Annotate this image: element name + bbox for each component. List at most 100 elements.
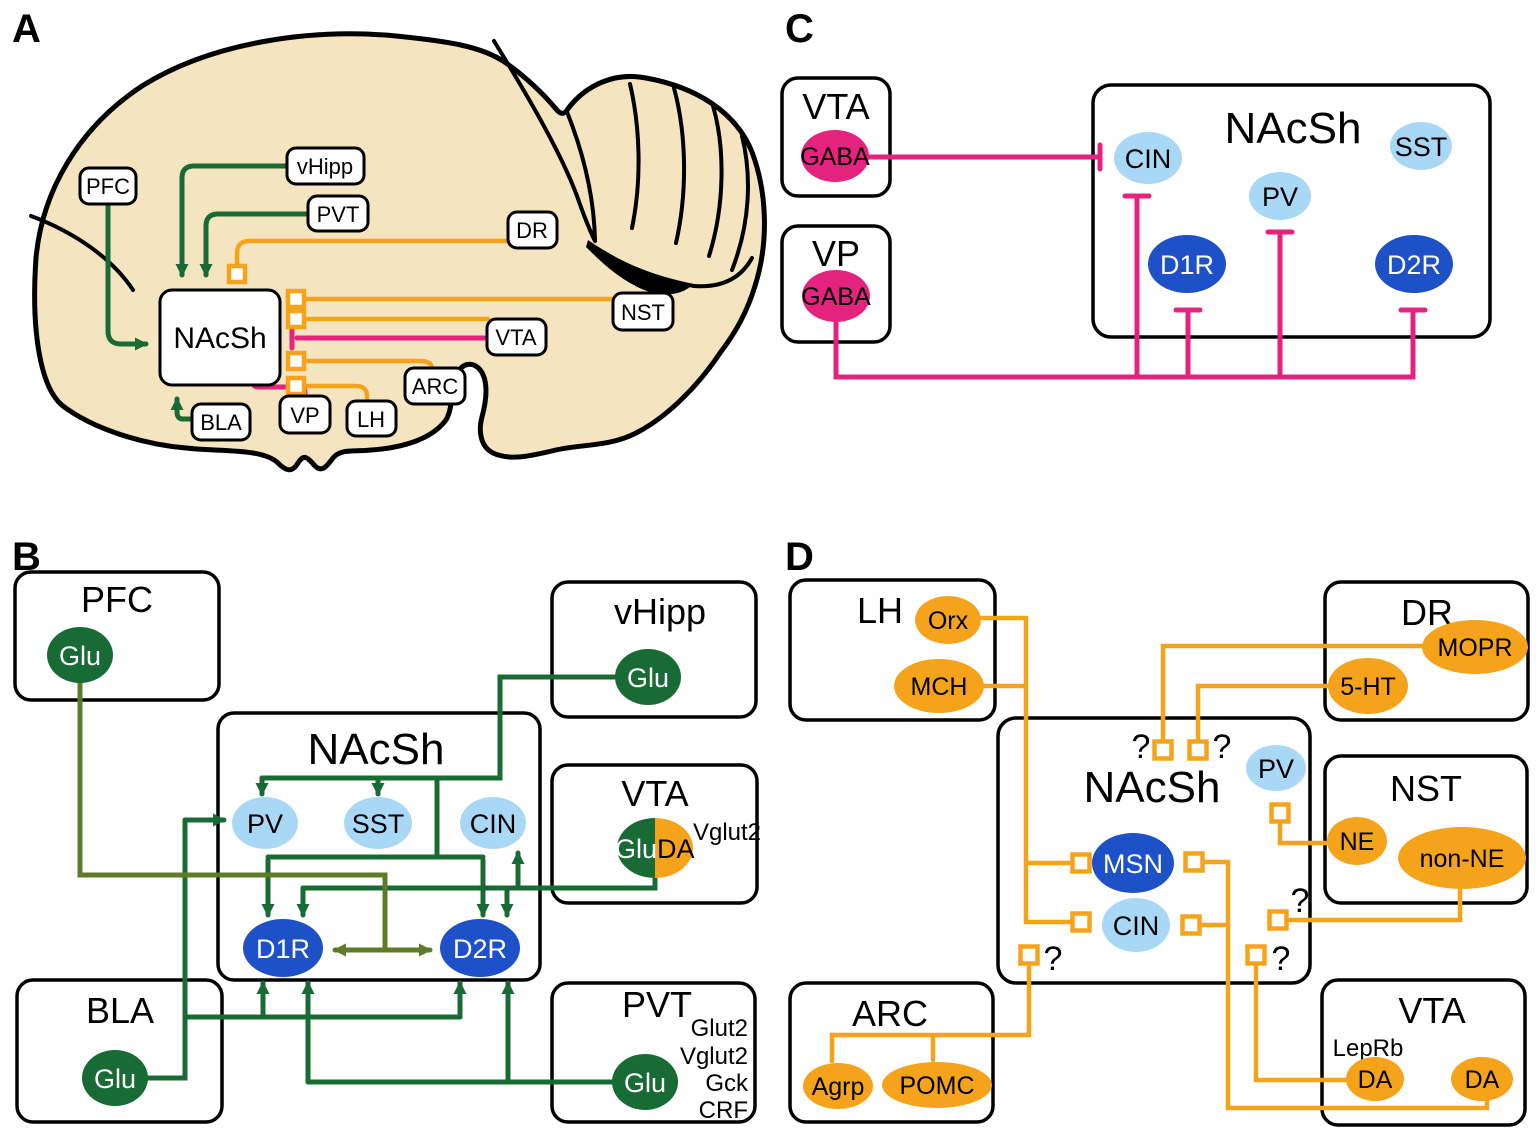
d-cin-node: [1102, 898, 1170, 952]
d-5ht-line: [1195, 683, 1332, 744]
d-nacsh-title: NAcSh: [1084, 763, 1221, 812]
a-nacsh-label: NAcSh: [173, 322, 266, 355]
b-d2r-node: [440, 919, 520, 977]
c-d2r-label: D2R: [1387, 250, 1441, 280]
d-synapse-square-leprb: [1245, 944, 1267, 966]
a-label-bla: BLA: [200, 410, 242, 435]
b-pvt-title: PVT: [622, 984, 692, 1025]
a-label-nst: NST: [621, 300, 665, 325]
b-gluda-da-label: DA: [657, 834, 695, 864]
b-sst-label: SST: [352, 809, 405, 839]
c-d1r-label: D1R: [1160, 250, 1214, 280]
d-synapse-square-5ht: [1187, 739, 1209, 761]
b-bla-glu-label: Glu: [94, 1064, 136, 1094]
d-orx-label: Orx: [928, 607, 969, 635]
d-projections: ? ? ? ? ?: [829, 615, 1490, 1111]
a-synapse-square-vta: [285, 308, 307, 330]
d-da-left-node: [1346, 1057, 1404, 1101]
c-nacsh-title: NAcSh: [1225, 104, 1362, 153]
d-nonne-label: non-NE: [1420, 845, 1505, 873]
d-nst-title: NST: [1390, 768, 1462, 809]
a-pvt-to-nacsh: [199, 211, 311, 278]
d-ne-node: [1327, 817, 1387, 865]
a-label-vp: VP: [290, 403, 319, 428]
d-question-arc: ?: [1044, 940, 1063, 978]
d-da-left-label: DA: [1358, 1066, 1393, 1094]
a-synapse-square-arc: [285, 350, 307, 372]
c-pv-node: [1249, 172, 1311, 220]
d-mopr-node: [1422, 620, 1528, 674]
d-agrp-node: [803, 1063, 873, 1109]
c-vta-gaba-node: [801, 130, 869, 182]
d-question-nonne: ?: [1291, 882, 1310, 920]
brain-cortex-boundary: [492, 39, 597, 243]
d-arc-title: ARC: [852, 993, 928, 1034]
a-bla-to-nacsh: [170, 396, 195, 422]
a-synapse-square-dr: [226, 263, 248, 285]
brain-frontal-boundary: [29, 214, 135, 292]
c-cin-label: CIN: [1125, 144, 1172, 174]
d-question-5ht: ?: [1213, 728, 1232, 766]
b-sst-node: [344, 797, 412, 849]
b-pv-label: PV: [247, 809, 283, 839]
panel-d: D ? ? ?: [785, 535, 1530, 1127]
b-cin-label: CIN: [470, 809, 517, 839]
brain-cerebellum-edge: [565, 110, 597, 242]
b-pvt-gene-crf: CRF: [699, 1097, 748, 1124]
d-mopr-line: [1160, 643, 1426, 744]
b-pvt-gene-vglut2: Vglut2: [680, 1043, 748, 1070]
panel-c: C VTA VP NAcSh GABA GABA CIN SST PV D1R …: [780, 7, 1492, 380]
d-leprb-label: LepRb: [1333, 1035, 1404, 1062]
b-pfc-title: PFC: [81, 579, 153, 620]
d-orx-node: [915, 596, 981, 644]
c-sst-label: SST: [1395, 132, 1448, 162]
b-bla-title: BLA: [86, 990, 154, 1031]
b-cin-node: [460, 797, 526, 849]
d-pv-node: [1246, 745, 1306, 791]
brain-outline: [32, 31, 767, 473]
d-5ht-label: 5-HT: [1340, 673, 1396, 701]
a-dr-to-nacsh: [234, 238, 511, 269]
d-synapse-square-msn-left: [1070, 852, 1092, 874]
c-projections: [833, 142, 1428, 380]
a-synapse-square-nst: [285, 288, 307, 310]
b-vhipp-glu-node: [615, 649, 681, 705]
b-pfc-glu-label: Glu: [59, 641, 101, 671]
b-pfc-trunk: [77, 679, 388, 953]
b-projections: [77, 674, 658, 1085]
b-pvt-genes: Glut2 Vglut2 Gck CRF: [680, 1015, 749, 1124]
b-vta-title: VTA: [621, 773, 688, 814]
d-pomc-node: [882, 1062, 992, 1108]
b-pvt-gene-glut2: Glut2: [691, 1015, 748, 1042]
d-nonne-node: [1398, 827, 1526, 889]
b-gluda-node: Glu DA Vglut2: [615, 818, 761, 878]
panel-b: B PFC vH: [12, 535, 761, 1124]
a-label-pvt: PVT: [317, 202, 360, 227]
b-pfc-glu-node: [47, 627, 113, 683]
d-msn-da-line: [1200, 859, 1490, 1111]
d-question-leprb: ?: [1272, 940, 1291, 978]
c-vp-gaba-node: [802, 270, 870, 322]
d-ne-label: NE: [1340, 828, 1375, 856]
a-label-arc: ARC: [412, 374, 459, 399]
b-vhipp-glu-label: Glu: [627, 663, 669, 693]
d-mch-node: [894, 659, 984, 713]
a-nacsh-box: [158, 288, 282, 387]
d-nonne-line: [1285, 885, 1463, 923]
a-pfc-to-nacsh: [105, 201, 149, 351]
a-label-dr: DR: [516, 218, 548, 243]
d-pv-label: PV: [1258, 754, 1294, 784]
b-bla-trunk: [144, 817, 463, 1081]
a-projections: [105, 163, 616, 422]
d-lh-title: LH: [857, 590, 903, 631]
c-vta-title: VTA: [802, 86, 869, 127]
b-vta-trunk: [300, 875, 658, 891]
a-label-vhipp: vHipp: [297, 154, 353, 179]
d-synapse-square-arc: [1018, 944, 1040, 966]
b-vhipp-title: vHipp: [614, 591, 706, 632]
d-5ht-node: [1328, 658, 1408, 714]
c-pv-label: PV: [1262, 182, 1298, 212]
b-d1r-label: D1R: [256, 934, 310, 964]
